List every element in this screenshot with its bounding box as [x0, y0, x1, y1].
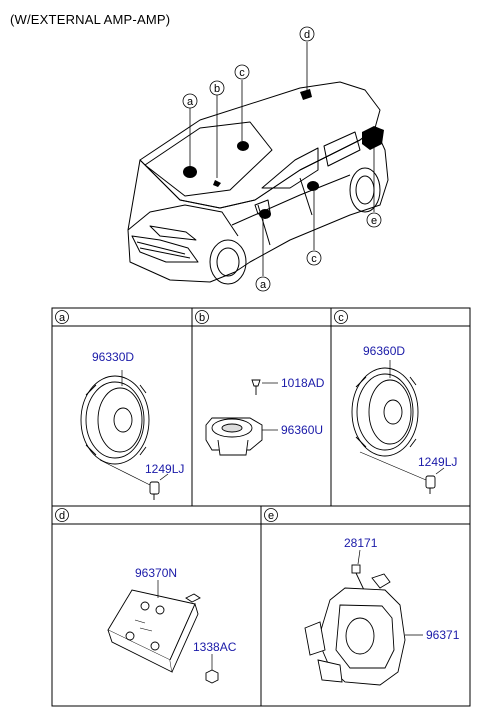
- car-illustration: [127, 81, 389, 285]
- panel-callouts: [55, 310, 348, 522]
- callout-d-overview: d: [304, 29, 310, 41]
- nut-icon: [205, 669, 219, 684]
- part-1249lj-a: 1249LJ: [145, 462, 184, 476]
- door-speaker-c-icon: [351, 367, 419, 457]
- tweeter-icon: [205, 417, 263, 456]
- part-96360d: 96360D: [363, 344, 405, 358]
- panel-c-label: c: [338, 312, 344, 324]
- bolt-e-icon: [351, 564, 365, 591]
- diagram-title: (W/EXTERNAL AMP-AMP): [10, 12, 171, 27]
- callout-b-overview: b: [214, 83, 220, 95]
- screw-b-icon: [251, 379, 261, 395]
- panel-grid: [51, 307, 471, 707]
- door-speaker-a-icon: [80, 375, 150, 465]
- part-1249lj-c: 1249LJ: [418, 455, 457, 469]
- part-96360u: 96360U: [281, 423, 323, 437]
- part-96370n: 96370N: [135, 566, 177, 580]
- part-1338ac: 1338AC: [193, 640, 237, 654]
- panel-a-label: a: [59, 312, 66, 324]
- callout-e-overview: e: [371, 215, 377, 227]
- subwoofer-icon: [304, 573, 406, 686]
- screw-c-icon: [359, 451, 436, 494]
- callout-c-bottom: c: [311, 253, 317, 265]
- car-speaker-markers: [183, 89, 384, 219]
- part-96330d: 96330D: [92, 350, 134, 364]
- screw-a-icon: [99, 459, 160, 500]
- part-28171: 28171: [344, 536, 378, 550]
- panel-d-label: d: [59, 510, 65, 522]
- callout-c-top: c: [239, 67, 245, 79]
- overview-leaders: [189, 42, 375, 276]
- callout-a-top: a: [187, 96, 194, 108]
- callout-a-bottom: a: [260, 279, 267, 291]
- panel-b-label: b: [199, 312, 205, 324]
- panel-e-label: e: [268, 510, 274, 522]
- overview-callouts: [182, 26, 382, 292]
- amplifier-icon: [107, 589, 201, 673]
- part-96371: 96371: [426, 628, 460, 642]
- part-1018ad: 1018AD: [281, 376, 325, 390]
